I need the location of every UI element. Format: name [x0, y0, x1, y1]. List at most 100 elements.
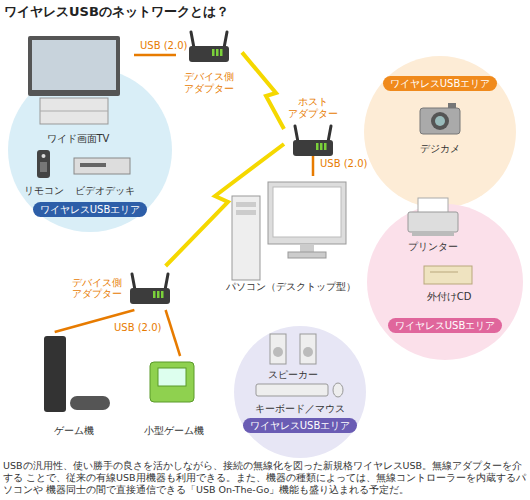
tv-stand	[40, 98, 108, 124]
pc-tower	[232, 196, 260, 280]
vcr-slot	[80, 163, 106, 167]
device-box: リモコン	[22, 148, 66, 196]
adapter-label: デバイス側 アダプター	[72, 277, 122, 300]
device-label: パソコン（デスクトップ型）	[226, 281, 356, 293]
device-label: リモコン	[24, 185, 64, 197]
area-circle	[234, 326, 366, 458]
controller	[70, 396, 110, 410]
usb-cable	[312, 156, 315, 176]
tv-shelf	[40, 111, 108, 112]
remote-button	[42, 154, 46, 158]
game-console-illustration	[44, 336, 110, 412]
device-label: 外付けCD	[427, 291, 472, 303]
adapter-icon	[189, 32, 229, 62]
device-label: ゲーム機	[54, 425, 94, 437]
tv-bezel	[28, 36, 120, 96]
usb-label: USB (2.0)	[112, 322, 163, 333]
device-box: デジカメ	[410, 100, 470, 154]
printer-tray	[412, 232, 454, 236]
usb-label: USB (2.0)	[138, 40, 189, 51]
area-outline	[234, 326, 366, 458]
tv-illustration	[28, 36, 120, 124]
pc-base	[288, 252, 326, 258]
device-box: ワイド画面TV	[22, 34, 134, 144]
diagram-title: ワイヤレスUSBのネットワークとは？	[4, 3, 229, 21]
camera-glass	[435, 116, 445, 126]
usb-cable	[134, 54, 176, 57]
wireless-link	[166, 144, 284, 266]
area-circle	[364, 56, 516, 208]
device-box: キーボード／マウス	[250, 382, 350, 414]
title-box: ワイヤレスUSBのネットワークとは？	[4, 3, 229, 21]
handheld-illustration	[150, 362, 194, 402]
speaker-box	[300, 334, 316, 364]
vcr-illustration	[74, 158, 130, 174]
pc-screen	[273, 187, 341, 237]
tv-screen	[32, 40, 116, 90]
mouse-body	[333, 383, 343, 397]
area-circle	[8, 68, 172, 232]
area-label: ワイヤレスUSBエリア	[383, 76, 498, 91]
area-circle	[367, 204, 523, 360]
device-box: ホスト アダプター	[284, 96, 342, 156]
device-box: スピーカー	[258, 330, 328, 380]
device-box: プリンター	[398, 196, 468, 252]
speaker-cone	[303, 347, 313, 357]
adapter-label: ホスト アダプター	[288, 96, 338, 119]
remote-keys	[40, 162, 47, 172]
pc-drive	[236, 210, 256, 215]
area-label: ワイヤレスUSBエリア	[243, 418, 358, 433]
device-label: ビデオデッキ	[75, 185, 135, 197]
device-label: 小型ゲーム機	[144, 425, 204, 437]
device-box: パソコン（デスクトップ型）	[224, 176, 358, 292]
adapter-icon	[293, 126, 333, 156]
device-box: ビデオデッキ	[70, 150, 140, 196]
edge-label-box: USB (2.0)	[112, 322, 163, 333]
area-outline	[367, 204, 523, 360]
device-label: プリンター	[408, 241, 458, 253]
pc-drive	[236, 202, 256, 207]
remote-body	[37, 150, 50, 178]
camera-body	[420, 108, 460, 134]
cd-body	[424, 266, 472, 284]
area-label: ワイヤレスUSBエリア	[388, 318, 503, 333]
pc-illustration	[232, 182, 346, 280]
wireless-area: ワイヤレスUSBエリア スピーカーキーボード／マウス	[234, 326, 366, 458]
remote-illustration	[37, 150, 50, 178]
camera-lens	[431, 112, 449, 130]
speaker-box	[270, 334, 286, 364]
handheld-screen	[158, 368, 186, 386]
camera-illustration	[420, 103, 460, 134]
cd-slot	[430, 272, 458, 273]
wireless-area: ワイヤレスUSBエリアデジカメ	[364, 56, 516, 208]
edge-label-box: USB (2.0)	[318, 158, 369, 169]
edge-label-box: USB (2.0)	[138, 40, 189, 51]
device-label: スピーカー	[268, 369, 318, 381]
pc-monitor	[268, 182, 346, 244]
handheld-body	[150, 362, 194, 402]
printer-body	[408, 212, 458, 232]
device-label: キーボード／マウス	[255, 403, 345, 415]
wireless-area: ワイヤレスUSBエリア ワイド画面TV リモコンビデオデッキ	[8, 68, 172, 232]
device-label: デジカメ	[420, 143, 460, 155]
vcr-body	[74, 158, 130, 174]
usb-cable	[166, 310, 181, 356]
device-box: 外付けCD	[418, 262, 480, 302]
area-label: ワイヤレスUSBエリア	[33, 202, 148, 217]
speaker-cone	[273, 347, 283, 357]
adapter-icon	[130, 274, 170, 304]
device-box: ゲーム機	[32, 332, 116, 436]
usb-label: USB (2.0)	[318, 158, 369, 169]
device-box: デバイス側 アダプター	[72, 266, 176, 310]
pc-neck	[300, 244, 314, 252]
adapter-label: デバイス側 アダプター	[184, 71, 234, 94]
caption-text: USBの汎用性、使い勝手の良さを活かしながら、接続の無線化を図った新規格ワイヤレ…	[3, 460, 527, 496]
device-box: 小型ゲーム機	[140, 356, 208, 436]
keyboard-body	[256, 384, 328, 396]
wireless-area: ワイヤレスUSBエリア プリンター外付けCD	[367, 204, 523, 360]
wireless-link	[242, 52, 284, 129]
console-body	[44, 336, 66, 412]
cd-drive-illustration	[424, 266, 472, 284]
device-label: ワイド画面TV	[47, 133, 110, 145]
